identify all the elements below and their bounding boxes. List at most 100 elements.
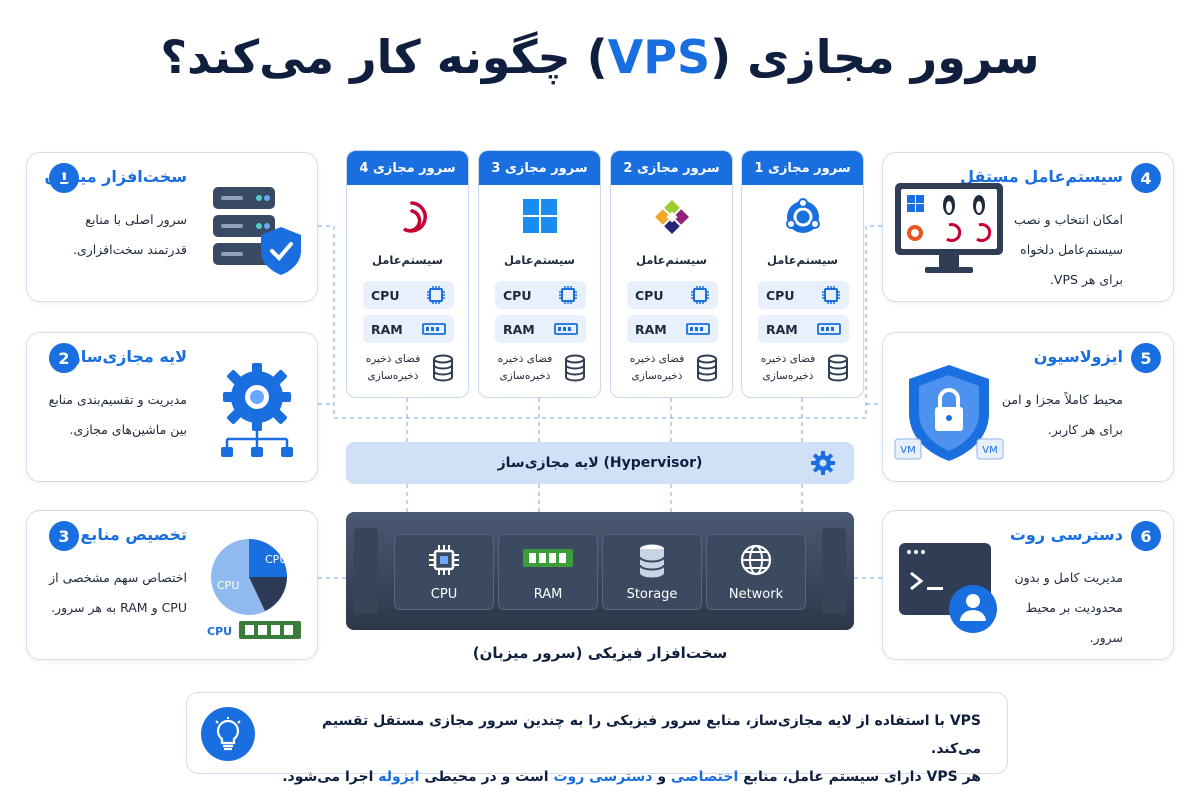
virtual-server-2: سرور مجازی 2 سیستم‌عامل CPU RAM فضای ذخی… xyxy=(610,150,733,398)
database-icon xyxy=(828,354,848,382)
hw-slot-label: CPU xyxy=(430,587,458,602)
card-description: مدیریت کامل و بدون محدودیت بر محیط سرور. xyxy=(1014,570,1123,645)
pie-label-2: CPU xyxy=(217,579,239,592)
vm-cpu: CPU xyxy=(758,281,849,309)
linux-penguin-icon xyxy=(943,195,985,215)
hw-slot-label: Storage xyxy=(626,587,678,602)
vm-storage: فضای ذخیره‌ ذخیره‌سازی xyxy=(495,349,586,387)
virtual-server-1: سرور مجازی 1 سیستم‌عامل CPU RAM فضای ذخی… xyxy=(741,150,864,398)
terminal-user-icon xyxy=(893,539,1005,643)
monitor-os-icon xyxy=(893,181,1005,285)
vm-storage: فضای ذخیره‌ ذخیره‌سازی xyxy=(627,349,718,387)
card-title: سخت‌افزار میزبان xyxy=(44,167,187,186)
globe-icon xyxy=(707,543,805,577)
os-label: سیستم‌عامل xyxy=(504,253,575,267)
card-description: سرور اصلی با منابع قدرتمند سخت‌افزاری. xyxy=(72,212,187,257)
card-title: تخصیص منابع xyxy=(80,525,187,544)
windows-icon xyxy=(479,197,600,235)
os-label: سیستم‌عامل xyxy=(636,253,707,267)
highlight-dedicated: اختصاصی xyxy=(670,769,739,785)
ram-label: RAM xyxy=(766,321,798,337)
chip-icon xyxy=(559,286,577,304)
hw-slot-network: Network xyxy=(706,534,806,610)
centos-icon xyxy=(611,197,732,237)
hw-slot-label: Network xyxy=(728,587,784,602)
cpu-label: CPU xyxy=(635,287,664,303)
step-number: 6 xyxy=(1131,521,1161,551)
ubuntu-icon xyxy=(742,197,863,237)
storage-label: فضای ذخیره‌ ذخیره‌سازی xyxy=(365,353,421,382)
ram-label: RAM xyxy=(503,321,535,337)
ram-stick-label: CPU xyxy=(207,625,232,638)
cpu-label: CPU xyxy=(371,287,400,303)
vm-ram: RAM xyxy=(363,315,454,343)
pie-chart-icon: CPU CPU CPU xyxy=(203,533,313,647)
storage-label: فضای ذخیره‌ ذخیره‌سازی xyxy=(760,353,816,382)
database-icon xyxy=(565,354,585,382)
database-icon xyxy=(433,354,453,382)
step-number: 4 xyxy=(1131,163,1161,193)
database-icon xyxy=(697,354,717,382)
vm-cpu: CPU xyxy=(363,281,454,309)
summary-line-2: هر VPS دارای سیستم عامل، منابع اختصاصی و… xyxy=(281,763,981,791)
ram-icon xyxy=(817,323,841,335)
storage-label: فضای ذخیره‌ ذخیره‌سازی xyxy=(629,353,685,382)
vm-cpu: CPU xyxy=(627,281,718,309)
card-description: امکان انتخاب و نصب سیستم‌عامل دلخواه برا… xyxy=(1014,212,1123,287)
lock-shield-icon: VM VM xyxy=(893,361,1005,475)
summary-box: VPS با استفاده از لایه مجازی‌ساز، منابع … xyxy=(186,692,1008,785)
card-title: ایزولاسیون xyxy=(1033,347,1123,366)
debian-icon xyxy=(946,223,962,243)
chip-icon xyxy=(691,286,709,304)
vm-storage: فضای ذخیره‌ ذخیره‌سازی xyxy=(363,349,454,387)
lightbulb-icon xyxy=(201,707,255,761)
database-icon xyxy=(603,543,701,579)
gear-icon xyxy=(810,450,836,480)
title-after: ) چگونه کار می‌کند؟ xyxy=(160,30,608,84)
server-shield-icon xyxy=(209,181,305,285)
card-title: دسترسی روت xyxy=(1009,525,1123,544)
highlight-isolated: ایزوله xyxy=(378,769,420,785)
ram-icon xyxy=(686,323,710,335)
chip-icon xyxy=(822,286,840,304)
chip-icon xyxy=(427,286,445,304)
vm-cpu: CPU xyxy=(495,281,586,309)
vm-ram: RAM xyxy=(627,315,718,343)
os-label: سیستم‌عامل xyxy=(372,253,443,267)
card-description: محیط کاملاً مجزا و امن برای هر کاربر. xyxy=(1001,392,1123,437)
vm-ram: RAM xyxy=(758,315,849,343)
ram-icon xyxy=(554,323,578,335)
ram-icon xyxy=(499,543,597,573)
step-number: 3 xyxy=(49,521,79,551)
step-number: 5 xyxy=(1131,343,1161,373)
card-host-hardware: 1 سخت‌افزار میزبان سرور اصلی با منابع قد… xyxy=(26,152,318,302)
vm-tag-right: VM xyxy=(982,445,997,456)
card-root-access: 6 دسترسی روت مدیریت کامل و بدون محدودیت … xyxy=(882,510,1174,660)
rack-caption: سخت‌افزار فیزیکی (سرور میزبان) xyxy=(472,644,728,662)
hw-slot-cpu: CPU xyxy=(394,534,494,610)
card-resource-allocation: 3 تخصیص منابع اختصاص سهم مشخصی از CPU و … xyxy=(26,510,318,660)
chip-icon xyxy=(395,543,493,577)
vm-header: سرور مجازی 4 xyxy=(347,151,468,185)
vm-ram: RAM xyxy=(495,315,586,343)
hw-slot-ram: RAM xyxy=(498,534,598,610)
card-description: مدیریت و تقسیم‌بندی منابع بین ماشین‌های … xyxy=(48,392,187,437)
rack-ear-left xyxy=(354,528,378,614)
vm-header: سرور مجازی 2 xyxy=(611,151,732,185)
gear-network-icon xyxy=(209,361,305,465)
title-before: سرور مجازی ( xyxy=(710,30,1040,84)
virtual-server-4: سرور مجازی 4 سیستم‌عامل CPU RAM فضای ذخی… xyxy=(346,150,469,398)
card-title: لایه مجازی‌ساز xyxy=(71,347,187,366)
pie-label-1: CPU xyxy=(265,553,287,566)
ram-label: RAM xyxy=(371,321,403,337)
rack-ear-right xyxy=(822,528,846,614)
cpu-label: CPU xyxy=(503,287,532,303)
cpu-label: CPU xyxy=(766,287,795,303)
windows-icon xyxy=(907,195,924,212)
step-number: 1 xyxy=(49,163,79,193)
summary-part: اجرا می‌شود. xyxy=(282,769,379,785)
page-title: سرور مجازی (VPS) چگونه کار می‌کند؟ xyxy=(0,30,1200,84)
summary-part: هر VPS دارای سیستم عامل، منابع xyxy=(738,769,981,785)
hw-slot-label: RAM xyxy=(533,587,563,602)
card-description: اختصاص سهم مشخصی از CPU و RAM به هر سرور… xyxy=(49,570,187,615)
